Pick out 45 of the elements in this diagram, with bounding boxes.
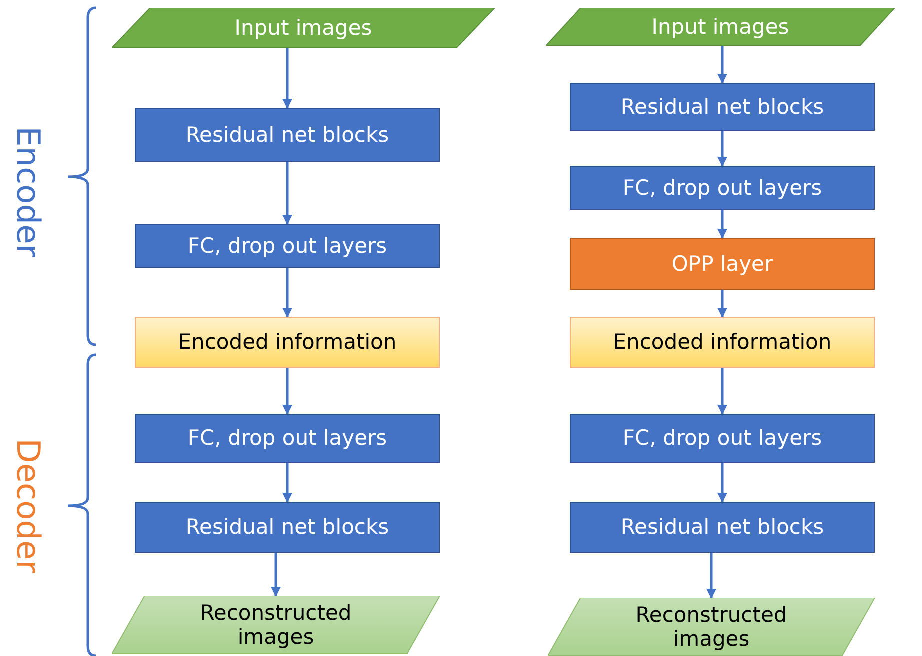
arrow [718,46,728,84]
section-label: Encoder [8,126,47,258]
process-box [570,83,875,131]
node-label: OPP layer [672,252,774,276]
process-box [135,317,440,368]
process-box [570,502,875,553]
process-box [570,414,875,463]
node-label: FC, drop out layers [188,426,388,451]
node-label: Residual net blocks [620,515,824,540]
process-box [135,108,440,162]
node-label: Reconstructed images [634,602,788,652]
arrow [271,553,281,597]
arrow [282,368,292,415]
node-label: Reconstructed images [199,600,353,650]
node-label: Residual net blocks [186,515,390,540]
arrow [718,131,728,167]
arrow [718,463,728,503]
node-label: Residual net blocks [620,94,824,120]
node-label: Encoded information [178,330,397,355]
process-box [135,224,440,268]
node-label: Residual net blocks [186,122,390,148]
process-box [570,317,875,368]
process-box [570,238,875,290]
output-parallelogram [548,598,875,656]
arrow [718,210,728,239]
node-label: FC, drop out layers [622,176,822,200]
process-box [135,502,440,553]
input-parallelogram [112,8,495,48]
arrow [282,463,292,503]
process-box [570,166,875,210]
arrow [282,268,292,318]
node-label: Input images [234,16,372,40]
arrow [282,162,292,225]
arrow [718,290,728,318]
arrow [706,553,716,599]
node-label: Input images [652,14,790,40]
node-label: Encoded information [613,330,832,355]
node-label: FC, drop out layers [622,426,822,451]
node-label: FC, drop out layers [188,234,388,258]
output-parallelogram [112,596,440,654]
section-label: Decoder [8,438,47,574]
arrow [718,368,728,415]
arrow [282,48,292,109]
input-parallelogram [546,8,895,46]
process-box [135,414,440,463]
